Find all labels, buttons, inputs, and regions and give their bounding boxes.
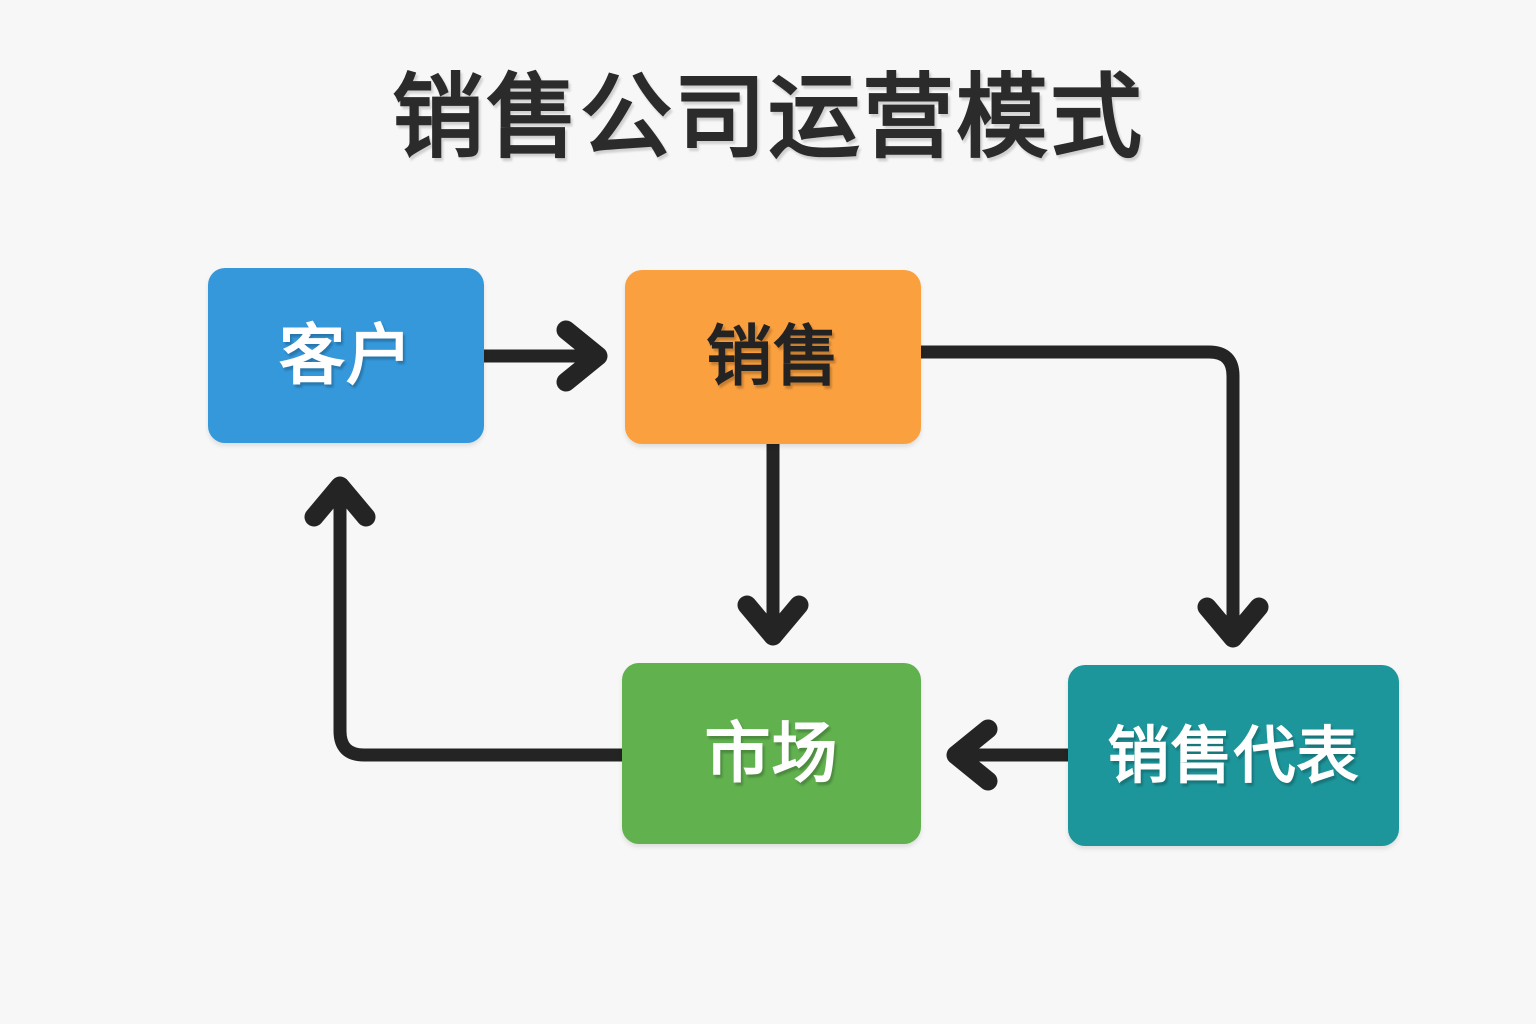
node-customer[interactable]: 客户	[208, 268, 484, 443]
edge-sales-to-market	[737, 444, 809, 646]
node-market-label: 市场	[704, 714, 839, 792]
edge-market-to-customer	[304, 476, 622, 762]
edge-sales-to-sales-rep	[921, 345, 1269, 648]
node-sales[interactable]: 销售	[625, 270, 921, 444]
node-sales-rep-label: 销售代表	[1107, 718, 1360, 792]
node-sales-rep[interactable]: 销售代表	[1068, 665, 1399, 846]
node-customer-label: 客户	[279, 316, 413, 394]
page-title: 销售公司运营模式	[391, 64, 1144, 171]
node-sales-label: 销售	[706, 318, 840, 396]
edge-customer-to-sales	[484, 320, 608, 392]
node-market[interactable]: 市场	[622, 663, 921, 844]
edge-sales-rep-to-market	[946, 719, 1068, 791]
